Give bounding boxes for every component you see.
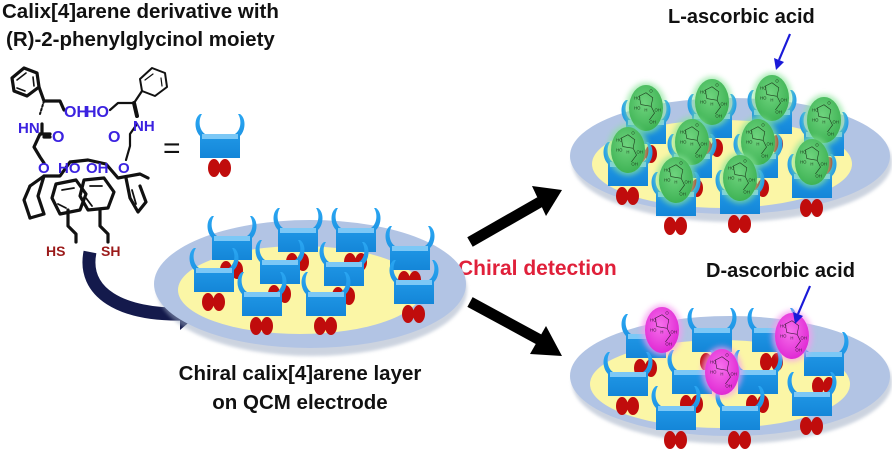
arrow-to-l-ascorbic (467, 186, 562, 247)
atom-hs: HS (46, 243, 65, 259)
qcm-electrode-center (154, 208, 467, 356)
left-phenyl-ring (10, 66, 41, 98)
d-ascorbic-acid-label: D-ascorbic acid (706, 260, 855, 282)
atom-carbonyl-o-left: O (52, 129, 64, 146)
right-side-chain (108, 89, 144, 112)
left-side-chain (37, 85, 66, 112)
structure-labels: OH HO HN NH O O O O HO OH HS SH (18, 104, 155, 259)
atom-hn-left: HN (18, 120, 40, 137)
l-ascorbic-acid-molecule (720, 153, 761, 204)
qcm-electrode-d-ascorbic (570, 305, 892, 449)
left-amide-linker (32, 122, 52, 165)
detection-arrows (467, 186, 562, 356)
atom-carbonyl-o-right: O (108, 129, 120, 146)
title-line-1: Calix[4]arene derivative with (2, 0, 279, 23)
calixarene-structure (10, 66, 168, 244)
title-line-2: (R)-2-phenylglycinol moiety (6, 28, 275, 51)
calixarene-bowl (22, 158, 150, 244)
d-ascorbic-acid-molecule (772, 311, 813, 362)
d-ascorbic-acid-molecule (642, 305, 683, 356)
l-ascorbic-acid-molecule (608, 125, 649, 176)
right-amide-linker (124, 122, 139, 162)
atom-ether-o-right: O (118, 160, 130, 177)
l-ascorbic-pointer-arrow (774, 33, 792, 70)
host-legend-icon (195, 114, 245, 177)
qcm-electrode-l-ascorbic (570, 73, 892, 235)
d-ascorbic-acid-molecule (702, 347, 743, 398)
atom-oh-left: OH (64, 104, 88, 121)
atom-ho-center: HO (58, 160, 81, 177)
electrode-label-line-1: Chiral calix[4]arene layer (178, 362, 422, 385)
l-ascorbic-acid-molecule (752, 73, 793, 124)
l-ascorbic-acid-molecule (656, 155, 697, 206)
electrode-label-line-2: on QCM electrode (212, 391, 388, 414)
l-ascorbic-acid-molecule (792, 137, 833, 188)
atom-ether-o-left: O (38, 160, 50, 177)
atom-nh-right: NH (133, 118, 155, 135)
atom-sh: SH (101, 243, 120, 259)
l-ascorbic-acid-label: L-ascorbic acid (668, 6, 815, 28)
chiral-detection-label: Chiral detection (458, 257, 617, 280)
atom-oh-center: OH (86, 160, 109, 177)
arrow-to-d-ascorbic (467, 297, 562, 356)
right-phenyl-ring (139, 67, 168, 97)
d-ascorbic-pointer-arrow (793, 285, 812, 324)
equals-sign: = (163, 132, 181, 165)
atom-ho-right: HO (85, 104, 109, 121)
